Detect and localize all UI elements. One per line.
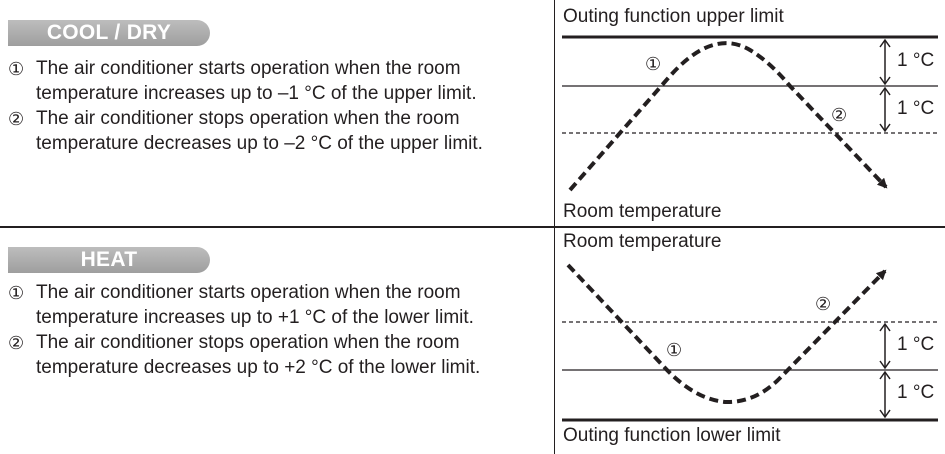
cool-dry-section: COOL / DRY ① The air conditioner starts o… bbox=[6, 0, 945, 227]
step-marker: ② bbox=[8, 109, 25, 129]
cool-step-1: ① The air conditioner starts operation wh… bbox=[6, 57, 536, 106]
step-marker: ① bbox=[8, 59, 25, 79]
gap-2-arrow bbox=[879, 370, 891, 419]
cool-dry-diagram: Outing function upper limit bbox=[555, 0, 945, 227]
step-text: The air conditioner stops operation when… bbox=[36, 108, 483, 154]
step-marker: ① bbox=[8, 283, 25, 303]
heat-badge: HEAT bbox=[8, 247, 210, 273]
section-divider bbox=[0, 226, 945, 228]
heat-steps: ① The air conditioner starts operation wh… bbox=[6, 281, 536, 381]
cool-dry-steps: ① The air conditioner starts operation wh… bbox=[6, 57, 536, 157]
heat-step-1: ① The air conditioner starts operation wh… bbox=[6, 281, 536, 330]
upper-limit-label: Outing function upper limit bbox=[563, 6, 784, 27]
marker-1: ① bbox=[645, 54, 662, 74]
gap-2-label: 1 °C bbox=[897, 98, 935, 119]
marker-2: ② bbox=[831, 105, 848, 125]
step-text: The air conditioner starts operation whe… bbox=[36, 282, 474, 328]
heat-step-2: ② The air conditioner stops operation whe… bbox=[6, 331, 536, 380]
step-text: The air conditioner starts operation whe… bbox=[36, 58, 477, 104]
gap-1-label: 1 °C bbox=[897, 50, 935, 71]
marker-2: ② bbox=[815, 294, 832, 314]
gap-1-arrow bbox=[879, 322, 891, 370]
gap-1-label: 1 °C bbox=[897, 334, 935, 355]
heat-diagram: Room temperature bbox=[555, 227, 945, 454]
room-temperature-label: Room temperature bbox=[563, 231, 722, 252]
gap-2-arrow bbox=[879, 86, 891, 133]
cool-dry-badge: COOL / DRY bbox=[8, 20, 210, 46]
lower-limit-label: Outing function lower limit bbox=[563, 425, 781, 446]
heat-section: HEAT ① The air conditioner starts operati… bbox=[0, 227, 945, 454]
gap-1-arrow bbox=[879, 38, 891, 86]
temperature-curve bbox=[568, 41, 888, 192]
gap-2-label: 1 °C bbox=[897, 382, 935, 403]
marker-1: ① bbox=[666, 340, 683, 360]
step-marker: ② bbox=[8, 333, 25, 353]
step-text: The air conditioner stops operation when… bbox=[36, 332, 481, 378]
cool-step-2: ② The air conditioner stops operation whe… bbox=[6, 107, 536, 156]
room-temperature-label: Room temperature bbox=[563, 201, 722, 222]
heat-graph bbox=[562, 263, 938, 422]
cool-dry-graph bbox=[562, 35, 938, 192]
column-divider bbox=[554, 0, 555, 454]
temperature-curve bbox=[566, 263, 887, 405]
